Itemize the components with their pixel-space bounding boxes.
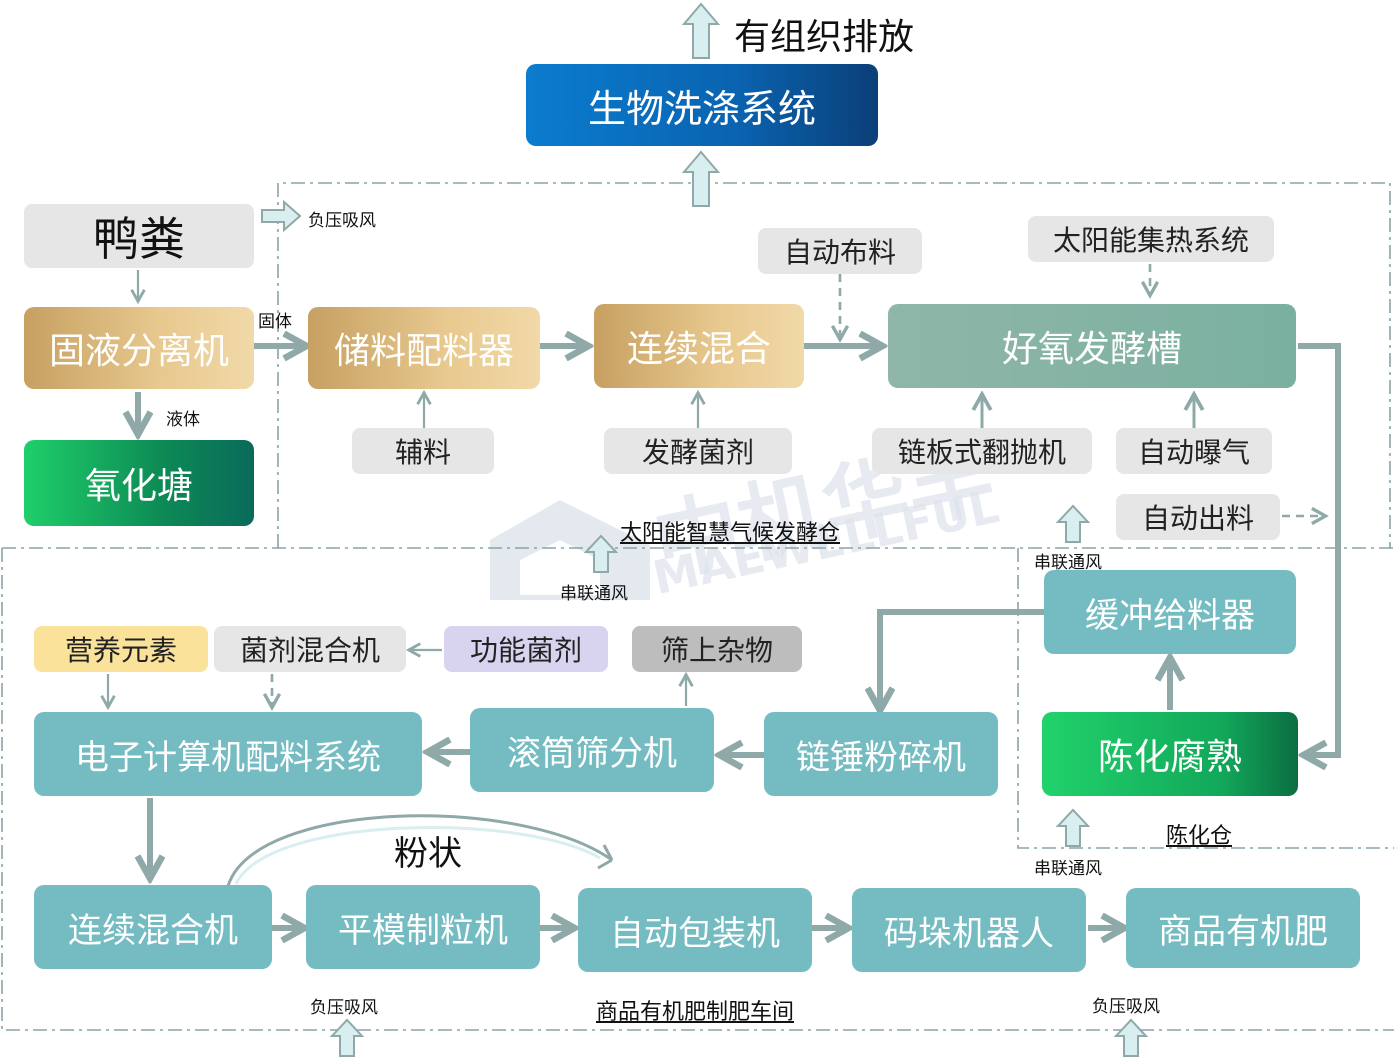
aging-room-frame	[1017, 548, 1394, 849]
powder-curve-arrow	[226, 814, 613, 887]
auto-distribution-node[interactable]: 自动布料	[758, 228, 922, 274]
solid-label: 固体	[258, 312, 292, 332]
solar-heat-node[interactable]: 太阳能集热系统	[1028, 216, 1274, 262]
continuous-mixer-node[interactable]: 连续混合机	[34, 885, 272, 969]
suction-up-arrow-left	[329, 1018, 365, 1057]
flat-die-granulator-node[interactable]: 平模制粒机	[306, 885, 540, 969]
buffer-feeder-node[interactable]: 缓冲给料器	[1044, 570, 1296, 654]
vent-up-arrow-3	[1055, 808, 1091, 847]
chain-turner-node[interactable]: 链板式翻抛机	[872, 428, 1092, 474]
fermentation-room-frame	[277, 182, 1391, 548]
fermentation-agent-node[interactable]: 发酵菌剂	[604, 428, 792, 474]
nutrients-node[interactable]: 营养元素	[34, 626, 208, 672]
auxiliary-node[interactable]: 辅料	[352, 428, 494, 474]
duck-manure-node[interactable]: 鸭粪	[24, 204, 254, 268]
palletizer-node[interactable]: 码垛机器人	[852, 888, 1086, 972]
emission-label: 有组织排放	[734, 17, 915, 58]
aging-room-label: 陈化仓	[1166, 824, 1233, 849]
suction-up-arrow-right	[1113, 1018, 1149, 1057]
emission-up-arrow	[681, 2, 721, 59]
negative-suction-label-bottom-right: 负压吸风	[1092, 997, 1160, 1017]
aerobic-tank-node[interactable]: 好氧发酵槽	[888, 304, 1296, 388]
oxidation-pond-node[interactable]: 氧化塘	[24, 440, 254, 526]
flow-tank-aging	[1298, 343, 1341, 755]
continuous-mix-node[interactable]: 连续混合	[594, 304, 804, 388]
series-vent-label-1: 串联通风	[560, 584, 628, 604]
chain-crusher-node[interactable]: 链锤粉碎机	[764, 712, 998, 796]
series-vent-label-2: 串联通风	[1034, 553, 1102, 573]
series-vent-label-3: 串联通风	[1034, 859, 1102, 879]
workshop-label: 商品有机肥制肥车间	[596, 1000, 795, 1025]
drum-screen-node[interactable]: 滚筒筛分机	[470, 708, 714, 792]
fermentation-room-label: 太阳能智慧气候发酵仓	[620, 521, 841, 546]
workshop-frame	[1, 547, 1394, 1031]
separator-node[interactable]: 固液分离机	[24, 307, 254, 389]
suction-right-arrow-top	[261, 199, 302, 233]
auto-discharge-node[interactable]: 自动出料	[1116, 494, 1280, 540]
computer-batching-node[interactable]: 电子计算机配料系统	[34, 712, 422, 796]
auto-packer-node[interactable]: 自动包装机	[578, 888, 812, 972]
storage-batcher-node[interactable]: 储料配料器	[308, 307, 540, 389]
vent-up-arrow-1	[583, 534, 619, 573]
screen-residue-node[interactable]: 筛上杂物	[632, 626, 802, 672]
flow-buffer-crusher	[880, 609, 1044, 708]
functional-agent-node[interactable]: 功能菌剂	[444, 626, 608, 672]
negative-suction-label-top: 负压吸风	[308, 211, 376, 231]
scrubber-up-arrow	[681, 150, 721, 207]
agent-mixer-node[interactable]: 菌剂混合机	[214, 626, 406, 672]
organic-fertilizer-node[interactable]: 商品有机肥	[1126, 888, 1360, 968]
powder-label: 粉状	[394, 834, 462, 874]
aging-node[interactable]: 陈化腐熟	[1042, 712, 1298, 796]
auto-aeration-node[interactable]: 自动曝气	[1116, 428, 1272, 474]
liquid-label: 液体	[166, 410, 200, 430]
negative-suction-label-bottom-left: 负压吸风	[310, 998, 378, 1018]
vent-up-arrow-2	[1055, 504, 1091, 543]
bio-scrubber-node[interactable]: 生物洗涤系统	[526, 64, 878, 146]
